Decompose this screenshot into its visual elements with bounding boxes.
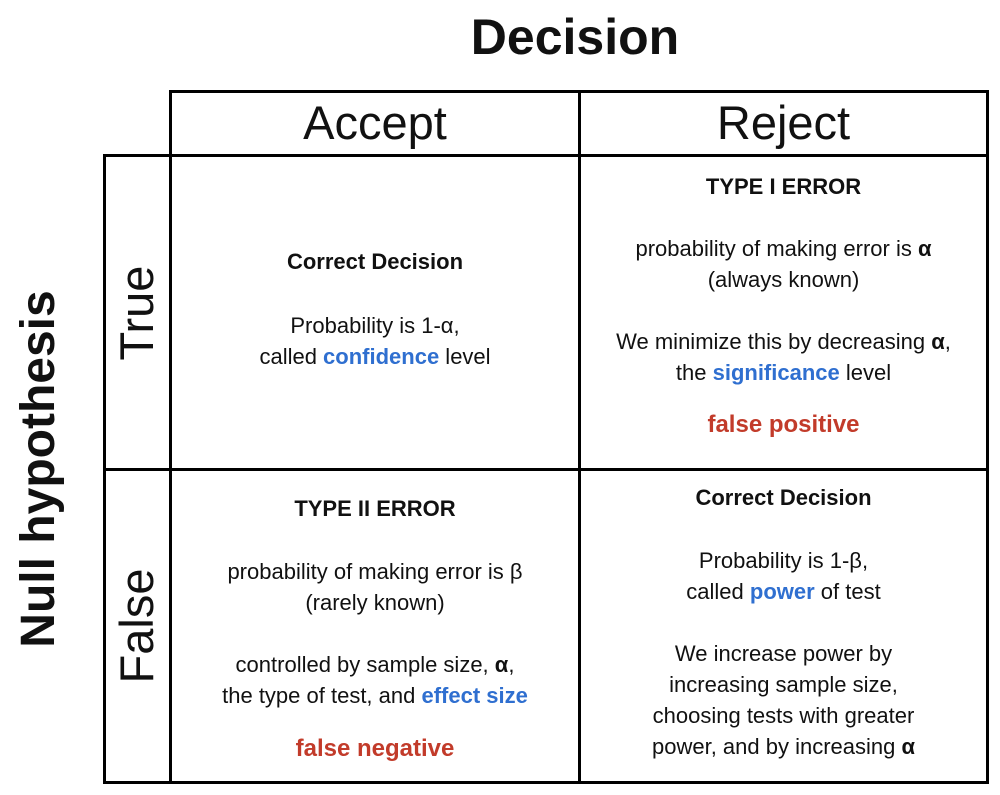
row-header-false: False bbox=[110, 568, 163, 684]
cell-line: power, and by increasing α bbox=[581, 731, 986, 762]
cell-line: (always known) bbox=[707, 267, 860, 292]
cell-line: choosing tests with greater bbox=[652, 703, 915, 728]
text-fragment: power, and by increasing bbox=[651, 734, 902, 759]
cell-line: Probability is 1-β, bbox=[698, 548, 869, 573]
cell-line: controlled by sample size, α, bbox=[172, 649, 578, 680]
row-header-false-wrap: False bbox=[104, 471, 170, 781]
cell-line: the significance level bbox=[581, 357, 986, 388]
grid-center-line bbox=[578, 90, 581, 784]
null-hypothesis-title-wrap: Null hypothesis bbox=[0, 156, 78, 782]
false-negative-label: false negative bbox=[295, 735, 455, 762]
cell-line: increasing sample size, bbox=[669, 672, 898, 697]
significance-keyword: significance bbox=[712, 360, 840, 385]
text-fragment: probability of making error is bbox=[635, 236, 918, 261]
power-keyword: power bbox=[749, 579, 815, 604]
grid-middle-line bbox=[103, 468, 989, 471]
cell-line: Probability is 1-α, bbox=[290, 313, 460, 338]
cell-line: (rarely known) bbox=[305, 590, 445, 615]
column-header-accept: Accept bbox=[303, 96, 447, 149]
decision-title: Decision bbox=[470, 9, 680, 65]
grid-left-line bbox=[103, 154, 106, 784]
text-fragment: the bbox=[675, 360, 713, 385]
cell-false-accept: TYPE II ERROR probability of making erro… bbox=[172, 471, 578, 781]
cell-true-accept: Correct Decision Probability is 1-α, cal… bbox=[172, 157, 578, 468]
cell-false-reject: Correct Decision Probability is 1-β, cal… bbox=[581, 471, 986, 781]
text-fragment: controlled by sample size, bbox=[235, 652, 495, 677]
text-fragment: level bbox=[439, 344, 491, 369]
text-fragment: We minimize this by decreasing bbox=[616, 329, 932, 354]
text-fragment: called bbox=[686, 579, 750, 604]
cell-line: the type of test, and effect size bbox=[172, 680, 578, 711]
grid-header-bottom-line bbox=[103, 154, 989, 157]
text-fragment: called bbox=[259, 344, 324, 369]
confidence-keyword: confidence bbox=[323, 344, 440, 369]
grid-right-line bbox=[986, 90, 989, 784]
text-fragment: , bbox=[944, 329, 951, 354]
cell-line: We minimize this by decreasing α, bbox=[581, 326, 986, 357]
cell-title: TYPE II ERROR bbox=[294, 496, 456, 521]
alpha-symbol: α bbox=[917, 236, 932, 261]
text-fragment: the type of test, and bbox=[222, 683, 422, 708]
cell-line: called confidence level bbox=[172, 341, 578, 372]
text-fragment: , bbox=[508, 652, 515, 677]
false-positive-label: false positive bbox=[707, 411, 860, 438]
column-header-reject: Reject bbox=[716, 96, 851, 149]
cell-line: probability of making error is β bbox=[227, 559, 523, 584]
grid-row-header-line bbox=[169, 90, 172, 784]
grid-bottom-line bbox=[103, 781, 989, 784]
text-fragment: of test bbox=[814, 579, 881, 604]
cell-line: probability of making error is α bbox=[581, 233, 986, 264]
cell-true-reject: TYPE I ERROR probability of making error… bbox=[581, 157, 986, 468]
alpha-symbol: α bbox=[931, 329, 945, 354]
alpha-symbol: α bbox=[494, 652, 509, 677]
cell-title: Correct Decision bbox=[286, 249, 464, 274]
alpha-symbol: α bbox=[901, 734, 916, 759]
cell-title: TYPE I ERROR bbox=[705, 174, 862, 199]
text-fragment: level bbox=[839, 360, 892, 385]
cell-line: We increase power by bbox=[674, 641, 893, 666]
row-header-true: True bbox=[110, 265, 163, 360]
effect-size-keyword: effect size bbox=[421, 683, 528, 708]
row-header-true-wrap: True bbox=[104, 157, 170, 468]
cell-title: Correct Decision bbox=[695, 485, 872, 510]
cell-line: called power of test bbox=[581, 576, 986, 607]
null-hypothesis-title: Null hypothesis bbox=[12, 290, 65, 648]
